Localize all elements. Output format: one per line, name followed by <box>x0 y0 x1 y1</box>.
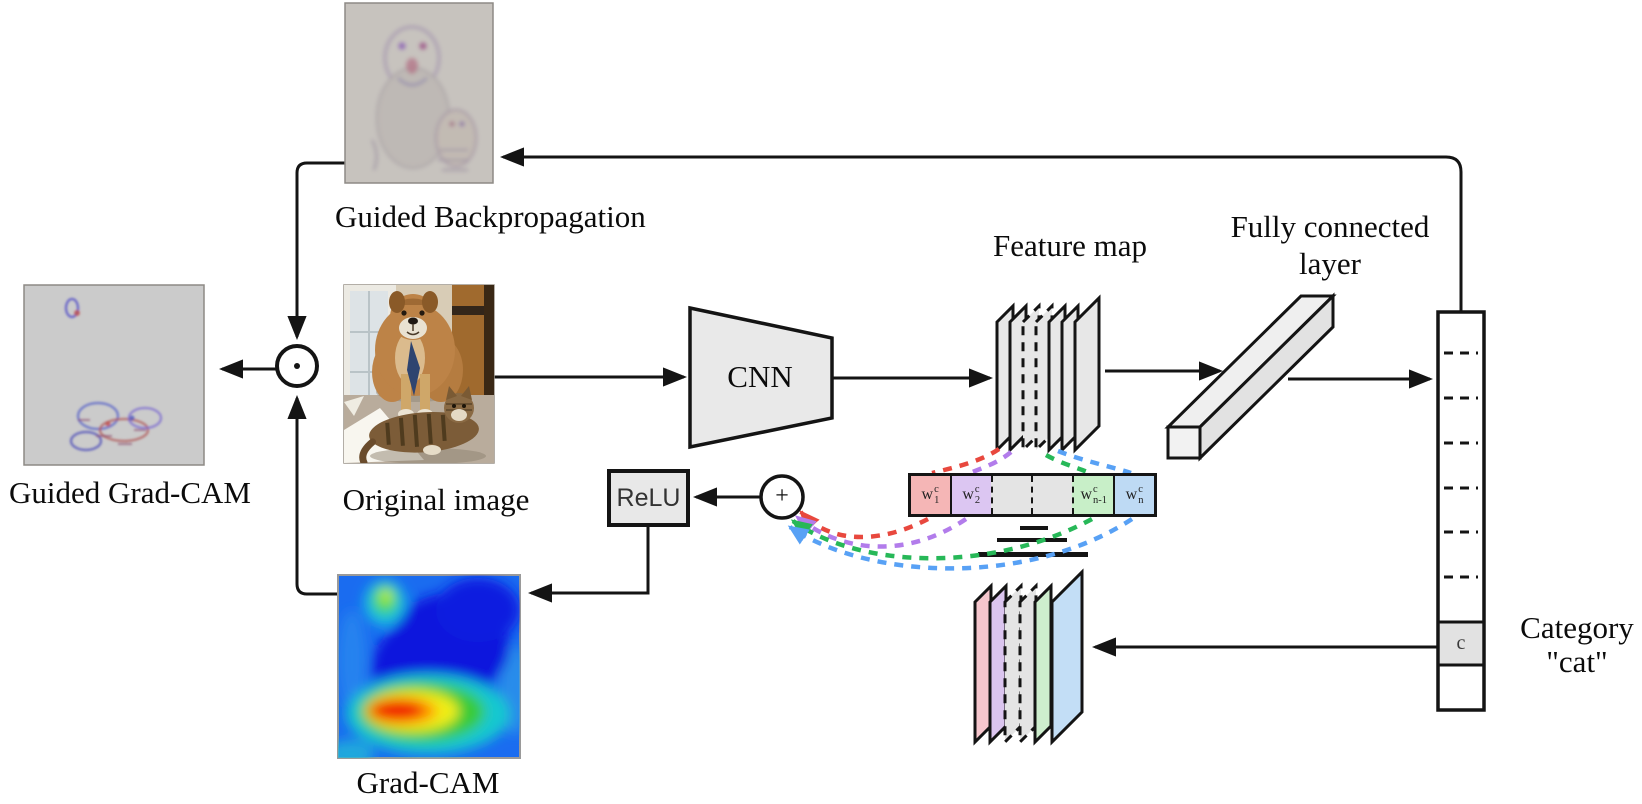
weight-wn-base: w <box>1125 486 1138 503</box>
weighted-map-green <box>1033 582 1053 746</box>
curve-wn-to-sum <box>787 517 1134 571</box>
curve-wn1-to-sum <box>790 517 1094 561</box>
arrow-output-to-guided-backprop <box>500 147 1463 312</box>
curve-w2-to-sum <box>794 515 968 549</box>
curve-featuremap-to-wn1 <box>1044 453 1091 476</box>
weight-w1-scripts: c 1 <box>934 484 939 506</box>
relu-label: ReLU <box>616 483 681 512</box>
continuation-bars <box>978 526 1088 557</box>
weights-row: w c 1 w c 2 w c n-1 w c n <box>908 473 1157 517</box>
weight-cell-ellipsis-1 <box>990 476 1032 514</box>
guided-gradcam-sketch <box>64 297 163 452</box>
weight-wn1-sub: n-1 <box>1093 495 1107 506</box>
sum-symbol: + <box>775 482 789 509</box>
weight-w2-base: w <box>962 486 974 503</box>
guided-gradcam-label: Guided Grad-CAM <box>9 475 251 510</box>
original-image-content <box>344 285 494 463</box>
connector-arrows <box>219 147 1463 657</box>
relu-block: ReLU <box>607 469 690 527</box>
weight-w2-sup: c <box>974 483 980 495</box>
weight-wn1-sup: c <box>1093 483 1098 495</box>
guided-backprop-label: Guided Backpropagation <box>335 199 646 234</box>
cnn-block <box>688 305 834 450</box>
weight-wn1-base: w <box>1080 486 1092 503</box>
cnn-label: CNN <box>727 359 793 394</box>
weight-w2-scripts: c 2 <box>975 484 980 506</box>
curve-featuremap-to-w2 <box>969 450 1013 476</box>
category-cell-text: c <box>1456 631 1466 654</box>
fully-connected-label-line1: Fully connected <box>1230 209 1430 244</box>
guided-backprop-image <box>344 2 494 184</box>
original-image-photo <box>343 284 495 464</box>
weight-wn1-scripts: c n-1 <box>1093 484 1107 506</box>
feature-map-label: Feature map <box>992 228 1148 263</box>
category-c-cell <box>1440 623 1482 664</box>
arrow-guided-backprop-to-product <box>287 161 345 340</box>
guided-backprop-sketch <box>370 25 477 171</box>
weight-link-curves <box>787 447 1134 571</box>
product-dot-icon <box>294 363 300 369</box>
output-vector-dashed-separators <box>1444 351 1478 579</box>
weight-wn-scripts: c n <box>1138 484 1143 506</box>
output-vector-column <box>1436 310 1486 712</box>
weight-cell-w2: w c 2 <box>949 476 991 514</box>
weight-w1-sub: 1 <box>934 495 940 506</box>
gradcam-label: Grad-CAM <box>356 765 500 800</box>
weighted-map-blue <box>1050 568 1084 746</box>
curve-featuremap-to-w1 <box>931 447 1001 476</box>
original-image-label: Original image <box>342 482 530 517</box>
sum-node <box>759 474 805 520</box>
cat-figure <box>359 411 479 463</box>
arrow-gradcam-to-product <box>287 395 338 596</box>
weight-w1-sup: c <box>934 483 939 495</box>
category-label-line1: Category <box>1520 610 1634 645</box>
elementwise-product-node <box>275 344 319 388</box>
curve-featuremap-to-wn <box>1057 448 1132 476</box>
guided-gradcam-image <box>23 284 205 466</box>
weight-cell-w1: w c 1 <box>911 476 950 514</box>
gradcam-heatmap-blobs <box>338 578 520 758</box>
fully-connected-label-line2: layer <box>1299 246 1361 281</box>
category-label-line2: "cat" <box>1546 644 1608 679</box>
weight-w2-sub: 2 <box>974 495 981 506</box>
weight-wn-sup: c <box>1138 483 1143 495</box>
weight-cell-ellipsis-2 <box>1031 476 1073 514</box>
fully-connected-bar <box>1164 292 1337 462</box>
arrow-relu-to-gradcam <box>528 527 650 603</box>
weight-cell-wn: w c n <box>1113 476 1154 514</box>
gradcam-heatmap-image <box>337 574 521 759</box>
weight-wn-sub: n <box>1138 495 1144 506</box>
weight-cell-wn1: w c n-1 <box>1072 476 1114 514</box>
weighted-maps-stack <box>973 568 1084 746</box>
weight-w1-base: w <box>921 486 934 503</box>
feature-map-stack <box>995 294 1101 454</box>
